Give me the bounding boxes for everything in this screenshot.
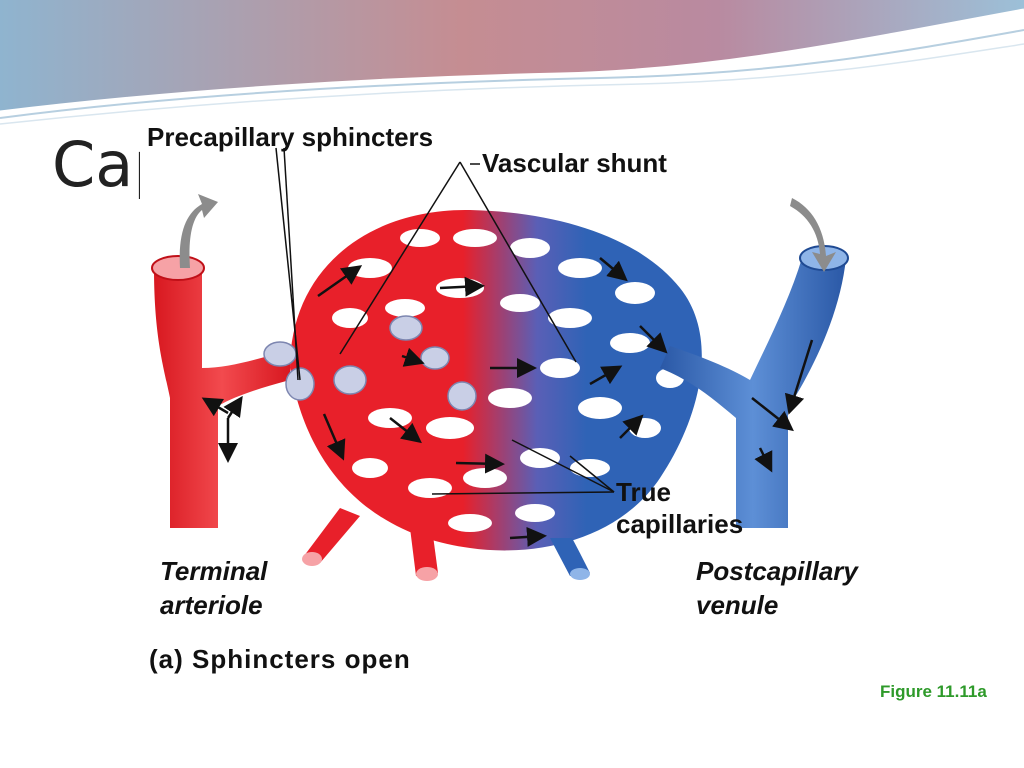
label-postcapillary-venule: Postcapillary venule [696, 554, 858, 622]
capillary-bed-diagram [151, 147, 849, 581]
label-leader-lines [275, 147, 615, 495]
label-true-capillaries-line2: capillaries [616, 509, 744, 539]
capillary-bed-figure: Precapillary sphincters Vascular shunt T… [140, 118, 886, 684]
label-vascular-shunt: Vascular shunt [482, 148, 667, 178]
precapillary-sphincter-rings [263, 315, 477, 411]
label-terminal-arteriole-line2: arteriole [160, 590, 263, 620]
outflow-arrow [790, 198, 836, 272]
label-postcapillary-venule-line2: venule [696, 590, 779, 620]
figure-reference: Figure 11.11a [880, 682, 987, 701]
blood-flow-arrows [201, 257, 814, 547]
label-terminal-arteriole-line1: Terminal [160, 556, 268, 586]
label-terminal-arteriole: Terminal arteriole [160, 554, 267, 622]
label-true-capillaries-line1: True [616, 477, 671, 507]
inflow-arrow [179, 194, 218, 268]
label-precapillary-sphincters: Precapillary sphincters [147, 122, 434, 152]
slide-header-decoration [0, 0, 1024, 125]
capillary-network [290, 209, 702, 551]
label-true-capillaries: True capillaries [616, 476, 743, 540]
label-postcapillary-venule-line1: Postcapillary [696, 556, 858, 586]
figure-caption: (a) Sphincters open [149, 644, 411, 674]
